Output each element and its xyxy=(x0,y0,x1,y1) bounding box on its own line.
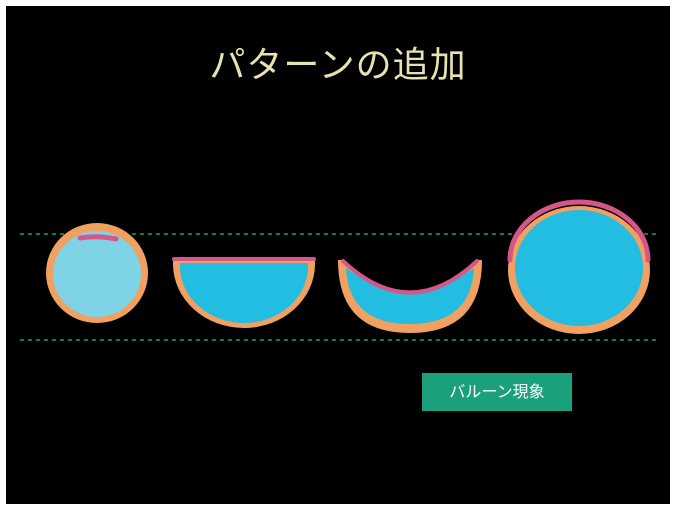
concave-drop-surface xyxy=(341,259,479,295)
slide-title: パターンの追加 xyxy=(209,45,467,86)
round-drop-surface xyxy=(77,234,119,242)
diagram xyxy=(20,199,658,341)
balloon-drop-shape xyxy=(507,199,651,334)
round-drop-shape xyxy=(46,223,148,323)
half-drop-shape xyxy=(172,257,316,328)
balloon-drop-surface xyxy=(507,199,651,263)
balloon-phenomenon-label: バルーン現象 xyxy=(422,373,572,411)
slide: パターンの追加 バルーン現象 xyxy=(6,6,670,504)
concave-drop-shape xyxy=(338,259,482,333)
